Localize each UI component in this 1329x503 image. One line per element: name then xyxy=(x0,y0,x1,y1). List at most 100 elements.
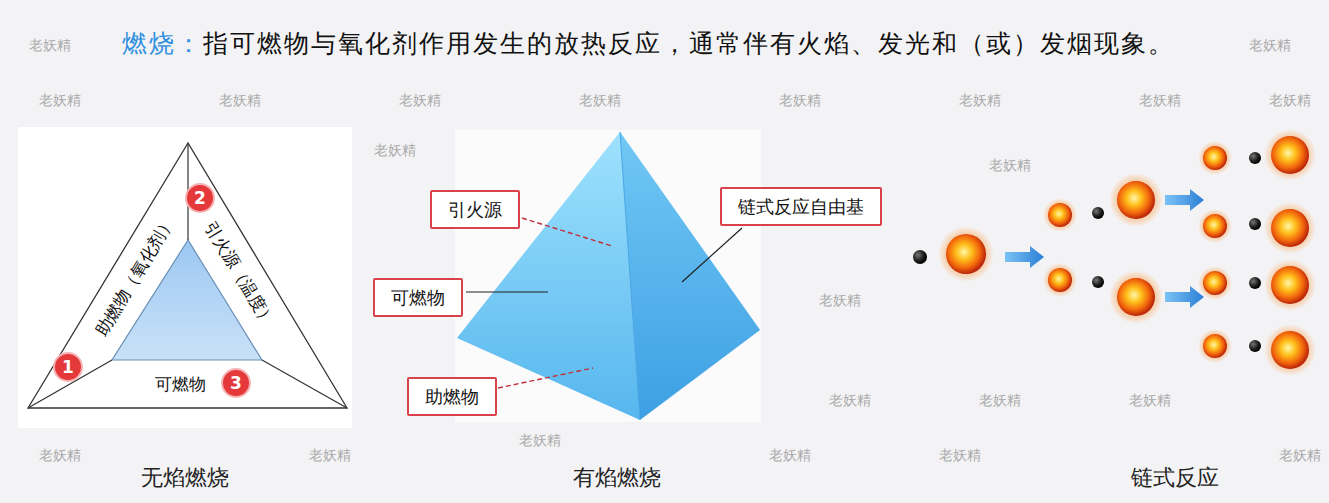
watermark-text: 老妖精 xyxy=(959,92,1001,108)
watermark: 老妖精 xyxy=(399,92,441,109)
label-box: 助燃物 xyxy=(407,377,497,416)
fireball xyxy=(1271,136,1309,174)
watermark: 老妖精 xyxy=(519,432,561,449)
watermark: 老妖精 xyxy=(989,157,1031,174)
watermark: 老妖精 xyxy=(959,92,1001,109)
fireball-glow xyxy=(1198,141,1232,175)
free-radical xyxy=(913,250,927,264)
label-box: 引火源 xyxy=(430,190,520,229)
watermark: 老妖精 xyxy=(1139,92,1181,109)
definition: 指可燃物与氧化剂作用发生的放热反应，通常伴有火焰、发光和（或）发烟现象。 xyxy=(203,29,1175,58)
fireball xyxy=(946,234,986,274)
watermark: 老妖精 xyxy=(1129,392,1171,409)
heading-line: 燃烧：指可燃物与氧化剂作用发生的放热反应，通常伴有火焰、发光和（或）发烟现象。 xyxy=(122,28,1175,61)
watermark-text: 老妖精 xyxy=(309,447,351,463)
watermark-text: 老妖精 xyxy=(829,392,871,408)
watermark: 老妖精 xyxy=(779,92,821,109)
callout-badge xyxy=(222,369,250,397)
outer-triangle xyxy=(28,143,347,408)
fireball-glow xyxy=(1198,329,1232,363)
band-divider xyxy=(262,360,347,408)
free-radical xyxy=(1249,277,1261,289)
watermark: 老妖精 xyxy=(219,92,261,109)
callout-number-text: 2 xyxy=(194,188,206,208)
leader-line xyxy=(682,228,742,282)
watermark: 老妖精 xyxy=(769,447,811,464)
figure-caption: 链式反应 xyxy=(1131,465,1219,491)
figure-caption-text: 链式反应 xyxy=(1131,465,1219,490)
panel xyxy=(18,127,352,428)
leader-line xyxy=(522,218,612,246)
watermark-text: 老妖精 xyxy=(1139,92,1181,108)
free-radical xyxy=(1249,218,1261,230)
watermark-text: 老妖精 xyxy=(979,392,1021,408)
side-label-text: 可燃物 xyxy=(155,374,206,394)
watermark: 老妖精 xyxy=(374,142,416,159)
watermark-text: 老妖精 xyxy=(989,157,1031,173)
fireball xyxy=(1203,334,1227,358)
watermark: 老妖精 xyxy=(1269,92,1311,109)
watermark-text: 老妖精 xyxy=(519,432,561,448)
watermark: 老妖精 xyxy=(1249,37,1291,54)
free-radical xyxy=(1249,340,1261,352)
fireball xyxy=(1271,266,1309,304)
fireball xyxy=(1271,209,1309,247)
watermark: 老妖精 xyxy=(1279,447,1321,464)
fireball-glow xyxy=(938,226,994,282)
pyramid-edge xyxy=(620,132,640,420)
watermark-text: 老妖精 xyxy=(769,447,811,463)
watermark: 老妖精 xyxy=(39,447,81,464)
fireball xyxy=(1203,214,1227,238)
watermark-text: 老妖精 xyxy=(819,292,861,308)
pyramid-face xyxy=(620,132,760,420)
watermark-text: 老妖精 xyxy=(39,92,81,108)
callout-number: 1 xyxy=(62,357,74,377)
label-box: 链式反应自由基 xyxy=(720,187,882,226)
fireball-glow xyxy=(1264,129,1316,181)
figure-caption-text: 无焰燃烧 xyxy=(141,465,229,490)
callout-number-text: 3 xyxy=(230,373,242,393)
watermark: 老妖精 xyxy=(579,92,621,109)
watermark: 老妖精 xyxy=(309,447,351,464)
fireball-glow xyxy=(1198,266,1232,300)
fireball xyxy=(1271,331,1309,369)
label-box: 可燃物 xyxy=(373,278,463,317)
fireball-glow xyxy=(1264,202,1316,254)
chain-reaction xyxy=(913,129,1316,376)
watermark-text: 老妖精 xyxy=(374,142,416,158)
box-text: 助燃物 xyxy=(425,383,479,410)
watermark-text: 老妖精 xyxy=(399,92,441,108)
box-text: 引火源 xyxy=(448,196,502,223)
arrow xyxy=(1165,286,1204,308)
fireball-glow xyxy=(1198,209,1232,243)
fireball xyxy=(1117,278,1155,316)
panel xyxy=(455,130,761,422)
fireball xyxy=(1048,203,1072,227)
watermark-text: 老妖精 xyxy=(779,92,821,108)
watermark: 老妖精 xyxy=(39,92,81,109)
free-radical xyxy=(1092,276,1104,288)
callout-badge xyxy=(186,184,214,212)
watermark: 老妖精 xyxy=(979,392,1021,409)
callout-number: 2 xyxy=(194,188,206,208)
watermark-text: 老妖精 xyxy=(1129,392,1171,408)
box-text: 链式反应自由基 xyxy=(738,193,864,220)
watermark-text: 老妖精 xyxy=(579,92,621,108)
watermark-text: 老妖精 xyxy=(29,37,71,53)
title: 燃烧： xyxy=(122,29,203,58)
watermark-text: 老妖精 xyxy=(219,92,261,108)
watermark-text: 老妖精 xyxy=(39,447,81,463)
watermark-text: 老妖精 xyxy=(939,447,981,463)
fireball-glow xyxy=(1043,263,1077,297)
arrow xyxy=(1165,189,1204,211)
watermark-text: 老妖精 xyxy=(1249,37,1291,53)
watermark: 老妖精 xyxy=(819,292,861,309)
figure-caption: 有焰燃烧 xyxy=(573,465,661,491)
figure-caption: 无焰燃烧 xyxy=(141,465,229,491)
fireball xyxy=(1203,271,1227,295)
watermark: 老妖精 xyxy=(29,37,71,54)
fireball xyxy=(1117,181,1155,219)
leader-line xyxy=(498,368,593,388)
free-radical xyxy=(1092,207,1104,219)
